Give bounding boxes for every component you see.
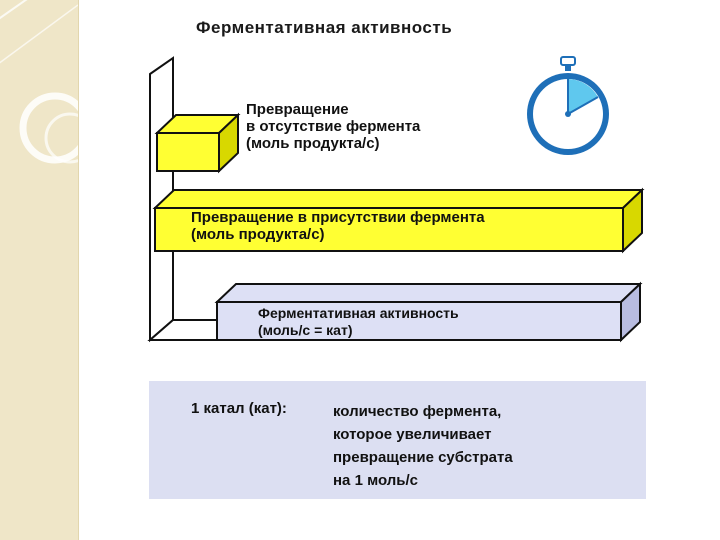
without-enzyme-line-3: (моль продукта/с)	[246, 135, 420, 152]
without-enzyme-line-2: в отсутствие фермента	[246, 118, 420, 135]
yellow-bar-top	[155, 190, 642, 208]
activity-label: Ферментативная активность (моль/с = кат)	[258, 305, 459, 339]
katal-term: 1 катал (кат):	[191, 400, 287, 417]
katal-definition: количество фермента, которое увеличивает…	[333, 400, 633, 492]
katal-def-line-4: на 1 моль/с	[333, 469, 633, 492]
katal-definition-box: 1 катал (кат): количество фермента, кото…	[149, 381, 646, 499]
with-enzyme-line-1: Превращение в присутствии фермента	[191, 209, 485, 226]
katal-def-line-1: количество фермента,	[333, 400, 633, 423]
activity-line-2: (моль/с = кат)	[258, 322, 459, 339]
with-enzyme-line-2: (моль продукта/с)	[191, 226, 485, 243]
katal-def-line-2: которое увеличивает	[333, 423, 633, 446]
without-enzyme-line-1: Превращение	[246, 101, 420, 118]
stopwatch-icon	[517, 55, 617, 160]
with-enzyme-label: Превращение в присутствии фермента (моль…	[191, 209, 485, 243]
activity-line-1: Ферментативная активность	[258, 305, 459, 322]
katal-def-line-3: превращение субстрата	[333, 446, 633, 469]
blue-bar-top	[217, 284, 640, 302]
small-block-front	[157, 133, 219, 171]
without-enzyme-label: Превращение в отсутствие фермента (моль …	[246, 101, 420, 152]
